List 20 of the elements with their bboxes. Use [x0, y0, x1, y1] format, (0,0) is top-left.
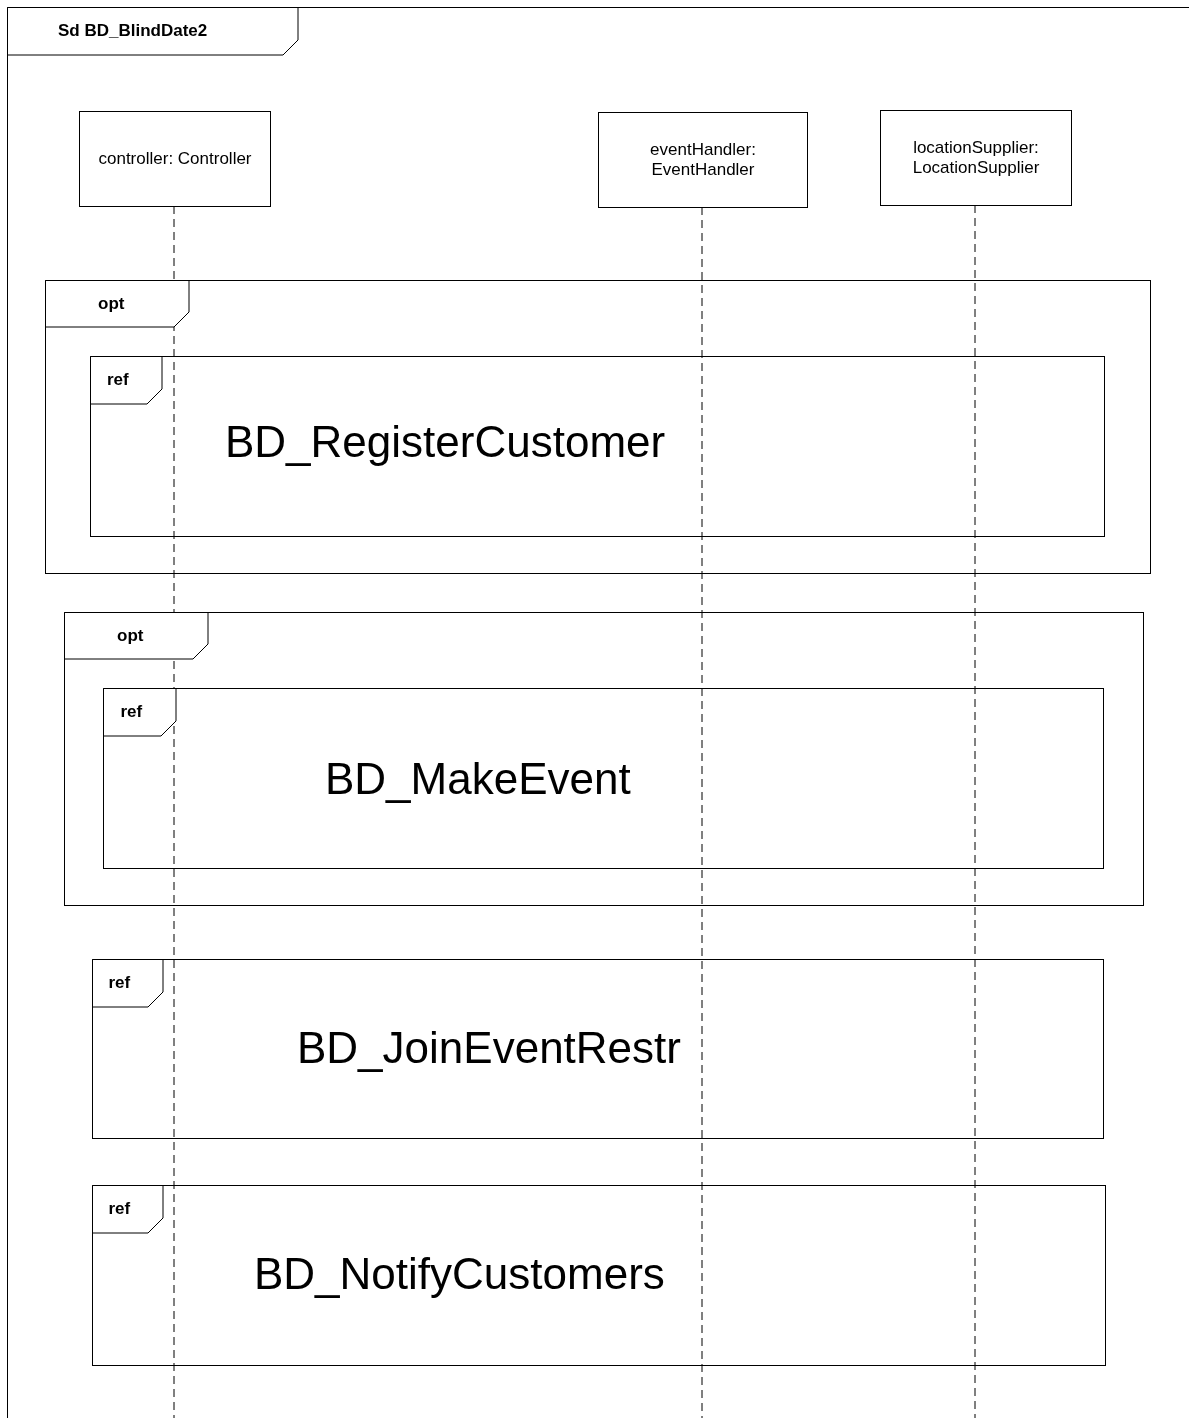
frame-label: ref [107, 370, 129, 390]
frame-label: Sd BD_BlindDate2 [58, 21, 208, 41]
interaction-frame [7, 7, 1189, 1418]
lifeline-label: locationSupplier: LocationSupplier [911, 137, 1041, 179]
lifeline-head [79, 111, 271, 207]
frame-label: ref [120, 702, 143, 722]
interaction-frame [92, 1185, 1106, 1366]
frame-label: ref [108, 973, 131, 993]
lifeline-head [880, 110, 1072, 206]
interaction-frame [45, 280, 1151, 574]
interaction-frame [103, 688, 1104, 869]
lifeline-label: controller: Controller [98, 148, 252, 170]
interaction-frame [92, 959, 1104, 1139]
lifeline-label: eventHandler: EventHandler [649, 139, 757, 181]
frame-label: opt [117, 625, 144, 646]
interaction-frame [64, 612, 1144, 906]
lifeline-head [598, 112, 808, 208]
frame-label: ref [108, 1199, 131, 1219]
interaction-frame [90, 356, 1105, 537]
frame-label: opt [98, 293, 125, 314]
